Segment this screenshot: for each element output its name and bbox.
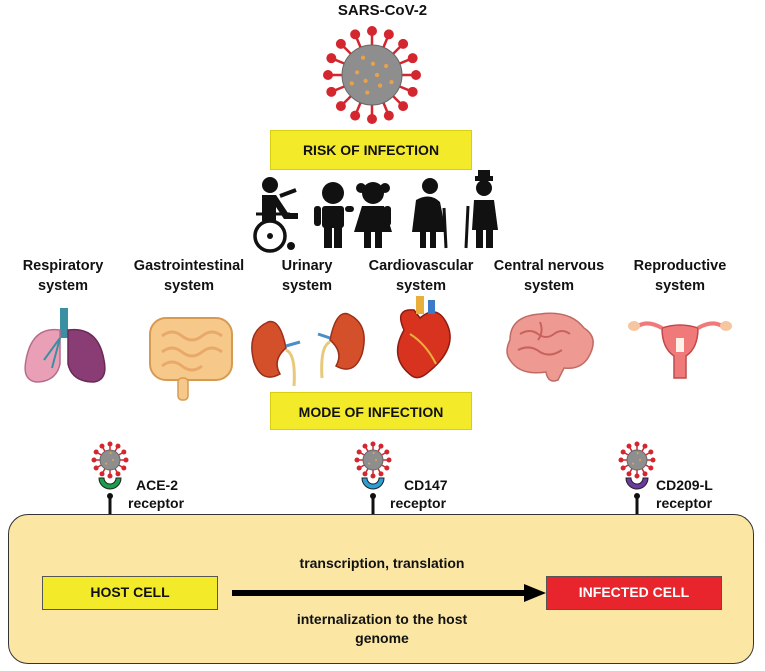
cd147-receptor-icon <box>361 477 385 515</box>
uterus-icon <box>628 321 732 379</box>
lungs-icon <box>24 308 106 383</box>
brain-icon <box>506 312 594 382</box>
virus-title: SARS-CoV-2 <box>337 2 428 19</box>
intestines-icon <box>149 317 233 401</box>
ace2-receptor-icon <box>98 477 122 515</box>
cd209l-receptor-icon <box>625 477 649 515</box>
heart-icon <box>396 296 451 379</box>
wheelchair-person-icon <box>253 177 298 253</box>
mode-of-infection-box: MODE OF INFECTION <box>270 392 472 430</box>
infected-cell-box: INFECTED CELL <box>546 576 722 610</box>
elderly-woman-icon <box>412 178 448 249</box>
elderly-man-icon <box>464 170 498 249</box>
host-cell-box: HOST CELL <box>42 576 218 610</box>
risk-of-infection-box: RISK OF INFECTION <box>270 130 472 170</box>
child-girl-icon <box>354 182 392 248</box>
child-boy-icon <box>314 182 354 248</box>
kidneys-icon <box>251 312 365 387</box>
arrow-top-text: transcription, translation <box>299 555 465 571</box>
